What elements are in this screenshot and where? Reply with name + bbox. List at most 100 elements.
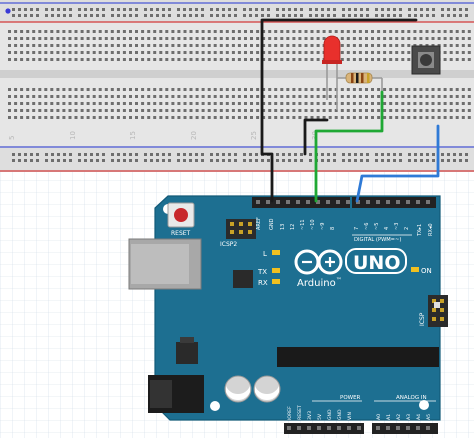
breadboard-hole: [213, 30, 217, 33]
breadboard-hole: [122, 51, 126, 54]
on-label: ON: [421, 267, 432, 275]
breadboard-hole: [286, 116, 290, 119]
rail-hole: [249, 159, 252, 162]
breadboard-hole: [98, 88, 102, 91]
breadboard-hole: [395, 109, 399, 112]
breadboard-hole: [461, 95, 465, 98]
breadboard-hole: [92, 58, 96, 61]
rx-led: [272, 279, 280, 284]
breadboard-hole: [135, 88, 138, 91]
breadboard-hole: [110, 30, 114, 33]
l-led-label: L: [263, 250, 267, 258]
rail-hole: [408, 153, 411, 156]
breadboard-hole: [346, 116, 350, 119]
breadboard-hole: [135, 44, 138, 47]
breadboard-hole: [225, 51, 229, 54]
header-pin: [440, 308, 444, 312]
rail-hole: [129, 153, 132, 156]
breadboard-hole: [62, 37, 66, 40]
reset-button-cap[interactable]: [174, 208, 188, 222]
rail-hole: [222, 14, 225, 17]
rail-hole: [300, 14, 303, 17]
breadboard-hole: [147, 95, 151, 98]
rail-hole: [342, 153, 345, 156]
breadboard-hole: [371, 102, 374, 105]
rail-hole: [117, 153, 120, 156]
breadboard-hole: [298, 109, 302, 112]
rail-hole: [441, 14, 444, 17]
rail-hole: [300, 159, 303, 162]
rail-hole: [414, 8, 417, 11]
usb-connector-inner: [131, 244, 189, 284]
breadboard-hole: [244, 51, 247, 54]
breadboard-hole: [165, 51, 169, 54]
breadboard-hole: [395, 44, 399, 47]
breadboard-hole: [256, 30, 260, 33]
header-pin: [366, 200, 370, 204]
digital-pin-label: 4: [384, 227, 390, 230]
breadboard-hole: [371, 44, 374, 47]
breadboard-hole: [44, 58, 48, 61]
rail-hole: [18, 153, 21, 156]
rail-hole: [12, 14, 15, 17]
column-number: 25: [250, 131, 258, 140]
capacitor-stripe: [255, 386, 279, 400]
breadboard-hole: [80, 109, 84, 112]
rail-hole: [243, 14, 246, 17]
breadboard-hole: [419, 37, 423, 40]
breadboard-hole: [189, 51, 193, 54]
breadboard-hole: [189, 88, 193, 91]
rail-hole: [387, 159, 390, 162]
rail-hole: [459, 153, 462, 156]
breadboard-hole: [237, 116, 241, 119]
breadboard-hole: [455, 44, 459, 47]
breadboard-hole: [310, 95, 314, 98]
breadboard-hole: [195, 44, 199, 47]
rail-hole: [90, 153, 93, 156]
breadboard-hole: [250, 58, 253, 61]
header-pin: [416, 426, 420, 430]
rail-hole: [294, 14, 297, 17]
power-pin-label: 3V3: [307, 411, 313, 420]
rail-hole: [30, 14, 33, 17]
push-button-center[interactable]: [420, 54, 432, 66]
header-pin: [337, 426, 341, 430]
breadboard-hole: [231, 30, 235, 33]
breadboard-hole: [165, 102, 169, 105]
breadboard-hole: [298, 58, 302, 61]
breadboard-hole: [413, 102, 417, 105]
breadboard-hole: [280, 109, 284, 112]
breadboard-hole: [244, 37, 247, 40]
rail-hole: [30, 159, 33, 162]
rail-hole: [111, 159, 114, 162]
breadboard-hole: [286, 44, 290, 47]
green-wire: [314, 90, 384, 203]
breadboard-hole: [358, 58, 362, 61]
rail-hole: [243, 153, 246, 156]
breadboard-hole: [56, 88, 60, 91]
breadboard-hole: [328, 109, 332, 112]
breadboard-hole: [44, 44, 48, 47]
breadboard-hole: [201, 116, 205, 119]
breadboard-hole: [237, 37, 241, 40]
tx-led: [272, 268, 280, 273]
rail-hole: [294, 159, 297, 162]
breadboard-hole: [129, 88, 132, 91]
breadboard-hole: [268, 116, 272, 119]
breadboard-hole: [280, 116, 284, 119]
breadboard-hole: [104, 44, 108, 47]
breadboard-hole: [237, 44, 241, 47]
arduino-wordmark: Arduino™: [297, 277, 342, 289]
breadboard-hole: [310, 102, 314, 105]
breadboard-hole: [8, 37, 11, 40]
header-pin: [296, 200, 300, 204]
breadboard-hole: [104, 116, 108, 119]
breadboard-hole: [68, 116, 72, 119]
breadboard-hole: [316, 109, 320, 112]
breadboard-hole: [122, 58, 126, 61]
rail-hole: [393, 14, 396, 17]
breadboard-hole: [467, 44, 471, 47]
breadboard-hole: [80, 58, 84, 61]
breadboard-hole: [26, 102, 30, 105]
